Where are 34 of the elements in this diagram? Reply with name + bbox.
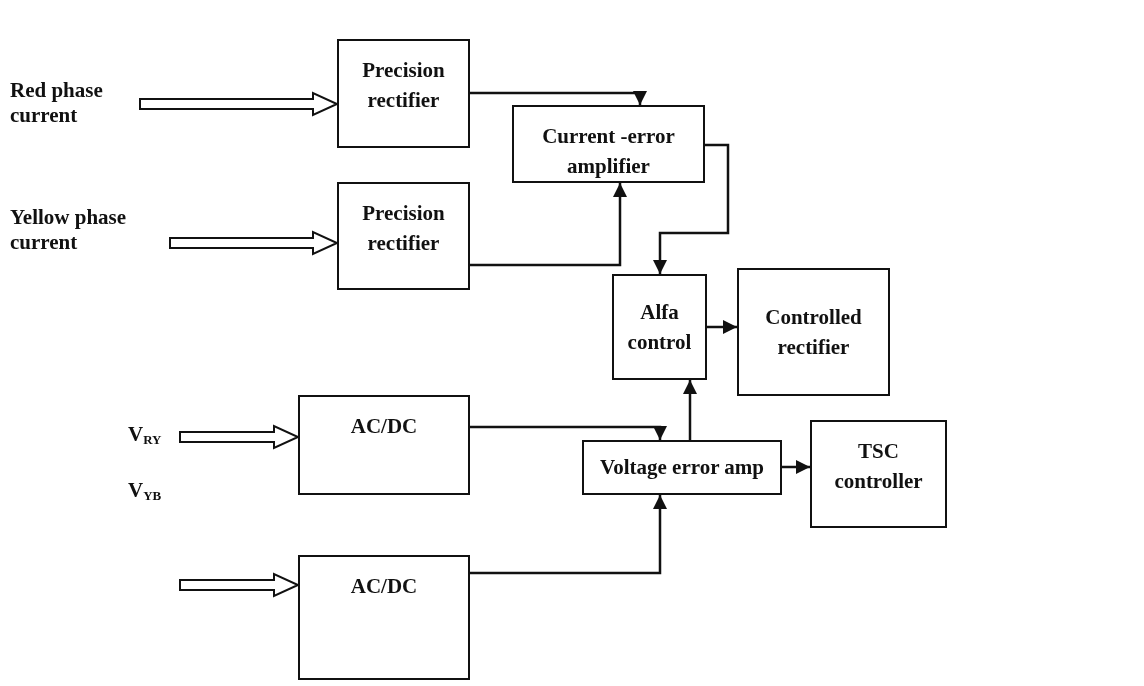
arrow — [782, 460, 810, 474]
block-label: Precision rectifier — [361, 200, 446, 258]
block-label: Alfa control — [626, 298, 693, 356]
block-box — [737, 268, 890, 396]
signal-label: V$_{YB}$ — [128, 478, 163, 504]
block-box — [582, 440, 782, 495]
arrow — [653, 143, 730, 274]
block-box — [612, 274, 707, 380]
block-box — [298, 395, 470, 495]
block-box — [512, 105, 705, 183]
arrow — [470, 91, 647, 105]
signal-label: Red phase current — [10, 78, 104, 129]
signal-label: Yellow phase current — [10, 205, 128, 256]
arrow — [470, 495, 667, 575]
block-label: Controlled rectifier — [764, 303, 863, 361]
block-label: AC/DC — [350, 413, 418, 440]
hollow-arrow — [169, 230, 340, 256]
hollow-arrow — [139, 91, 340, 117]
block-label: Voltage error amp — [599, 454, 765, 482]
signal-label: V$_{RY}$ — [128, 422, 163, 448]
block-label: TSC controller — [833, 438, 924, 496]
block-box — [810, 420, 947, 528]
block-box — [337, 39, 470, 148]
block-label: AC/DC — [350, 573, 418, 600]
arrow — [707, 320, 737, 334]
arrow — [683, 380, 697, 440]
block-label: Current -error amplifier — [541, 123, 676, 181]
hollow-arrow — [179, 424, 301, 450]
hollow-arrow — [179, 572, 301, 598]
block-box — [337, 182, 470, 290]
block-box — [298, 555, 470, 680]
arrow — [470, 183, 627, 267]
block-label: Precision rectifier — [361, 57, 446, 115]
arrow — [470, 425, 667, 440]
